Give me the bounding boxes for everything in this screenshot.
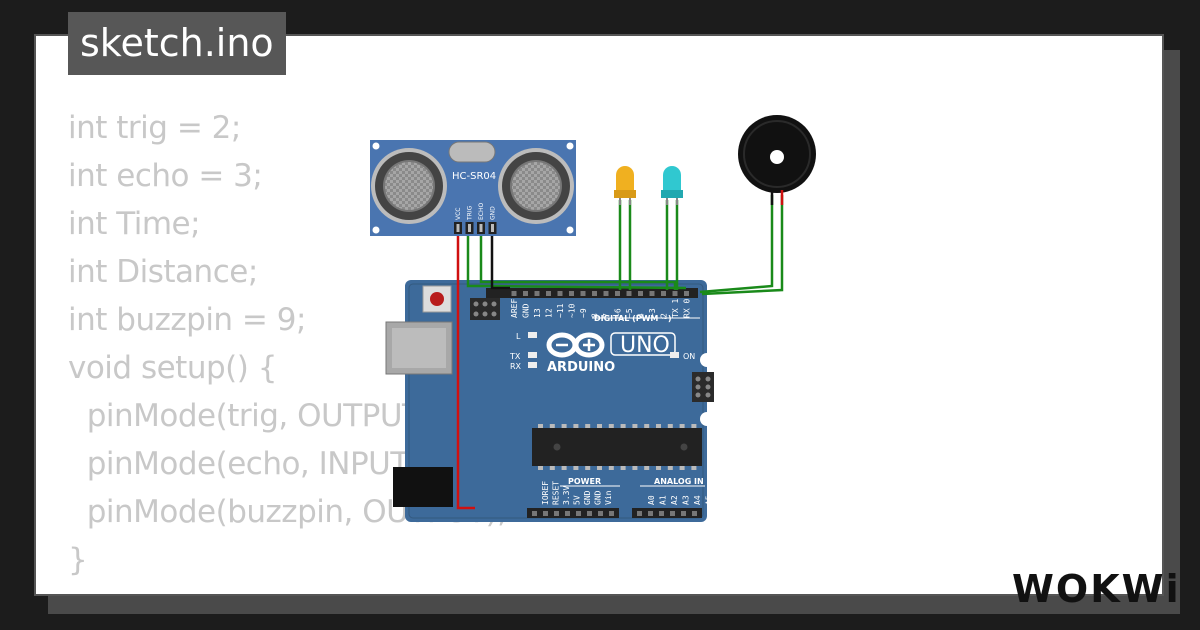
- svg-text:WOKWi: WOKWi: [1012, 567, 1181, 610]
- pin-label: RX 0: [683, 299, 692, 318]
- pin-label: ~6: [614, 308, 623, 318]
- sensor-pin-label: ECHO: [478, 203, 485, 220]
- pin-label: 8: [591, 313, 600, 318]
- arduino-logo-icon: [546, 332, 605, 358]
- pin-label: 4: [637, 313, 646, 318]
- power-pin-label: 3.3V: [562, 486, 571, 505]
- analog-pin-label: A3: [682, 495, 691, 505]
- piezo-buzzer[interactable]: [738, 115, 816, 205]
- file-tab[interactable]: sketch.ino: [68, 12, 286, 75]
- pin-label: ~10: [568, 303, 577, 318]
- pin-label: 12: [545, 308, 554, 318]
- sensor-transducer-left: [371, 148, 447, 224]
- pin-label: ~9: [579, 308, 588, 318]
- power-pin-label: GND: [594, 490, 603, 505]
- led-tx-label: TX: [509, 352, 521, 361]
- code-line: int Distance;: [68, 254, 258, 290]
- led-yellow[interactable]: [614, 166, 636, 205]
- power-pin-label: Vin: [604, 490, 613, 505]
- code-line: int Time;: [68, 206, 201, 242]
- pin-label: ~3: [648, 308, 657, 318]
- analog-pin-label: A5: [705, 495, 714, 505]
- led-l-label: L: [516, 332, 521, 341]
- power-pin-label: GND: [583, 490, 592, 505]
- power-pin-label: IOREF: [541, 481, 550, 505]
- code-line: int buzzpin = 9;: [68, 302, 306, 338]
- led-rx-label: RX: [510, 362, 522, 371]
- analog-label: ANALOG IN: [654, 477, 704, 486]
- board-brand: ARDUINO: [547, 360, 615, 375]
- wires: [456, 195, 784, 510]
- wokwi-logo: WOKWi: [1012, 567, 1181, 610]
- pin-label: 13: [533, 308, 542, 318]
- analog-pin-label: A4: [693, 495, 702, 505]
- sensor-pin-label: TRIG: [467, 205, 474, 221]
- pin-label: TX 1: [671, 299, 680, 318]
- digital-label: DIGITAL (PWM ~): [594, 314, 672, 323]
- sensor-label: HC-SR04: [452, 171, 496, 182]
- pin-label: ~5: [625, 308, 634, 318]
- led-cyan[interactable]: [661, 166, 683, 205]
- pin-label: ~11: [556, 303, 565, 318]
- code-line: int echo = 3;: [68, 158, 263, 194]
- pin-label: GND: [522, 303, 531, 318]
- pin-label: 2: [660, 313, 669, 318]
- code-line: void setup() {: [68, 350, 277, 386]
- analog-pin-label: A1: [659, 495, 668, 505]
- power-pin-label: RESET: [552, 481, 561, 505]
- sensor-pin-label: GND: [490, 206, 497, 220]
- sensor-pin-label: VCC: [455, 208, 462, 220]
- analog-pin-label: A2: [670, 495, 679, 505]
- pin-label: 7: [602, 313, 611, 318]
- on-label: ON: [683, 352, 695, 361]
- hc-sr04-sensor[interactable]: HC-SR04 VCC TRIG ECHO GND: [370, 140, 576, 236]
- sensor-transducer-right: [498, 148, 574, 224]
- analog-pin-label: A0: [647, 495, 656, 505]
- pin-label: AREF: [510, 299, 519, 318]
- code-line: }: [68, 542, 88, 578]
- power-pin-label: 5V: [573, 495, 582, 505]
- board-model: UNO: [620, 333, 670, 358]
- power-label: POWER: [568, 477, 601, 486]
- code-line: int trig = 2;: [68, 110, 241, 146]
